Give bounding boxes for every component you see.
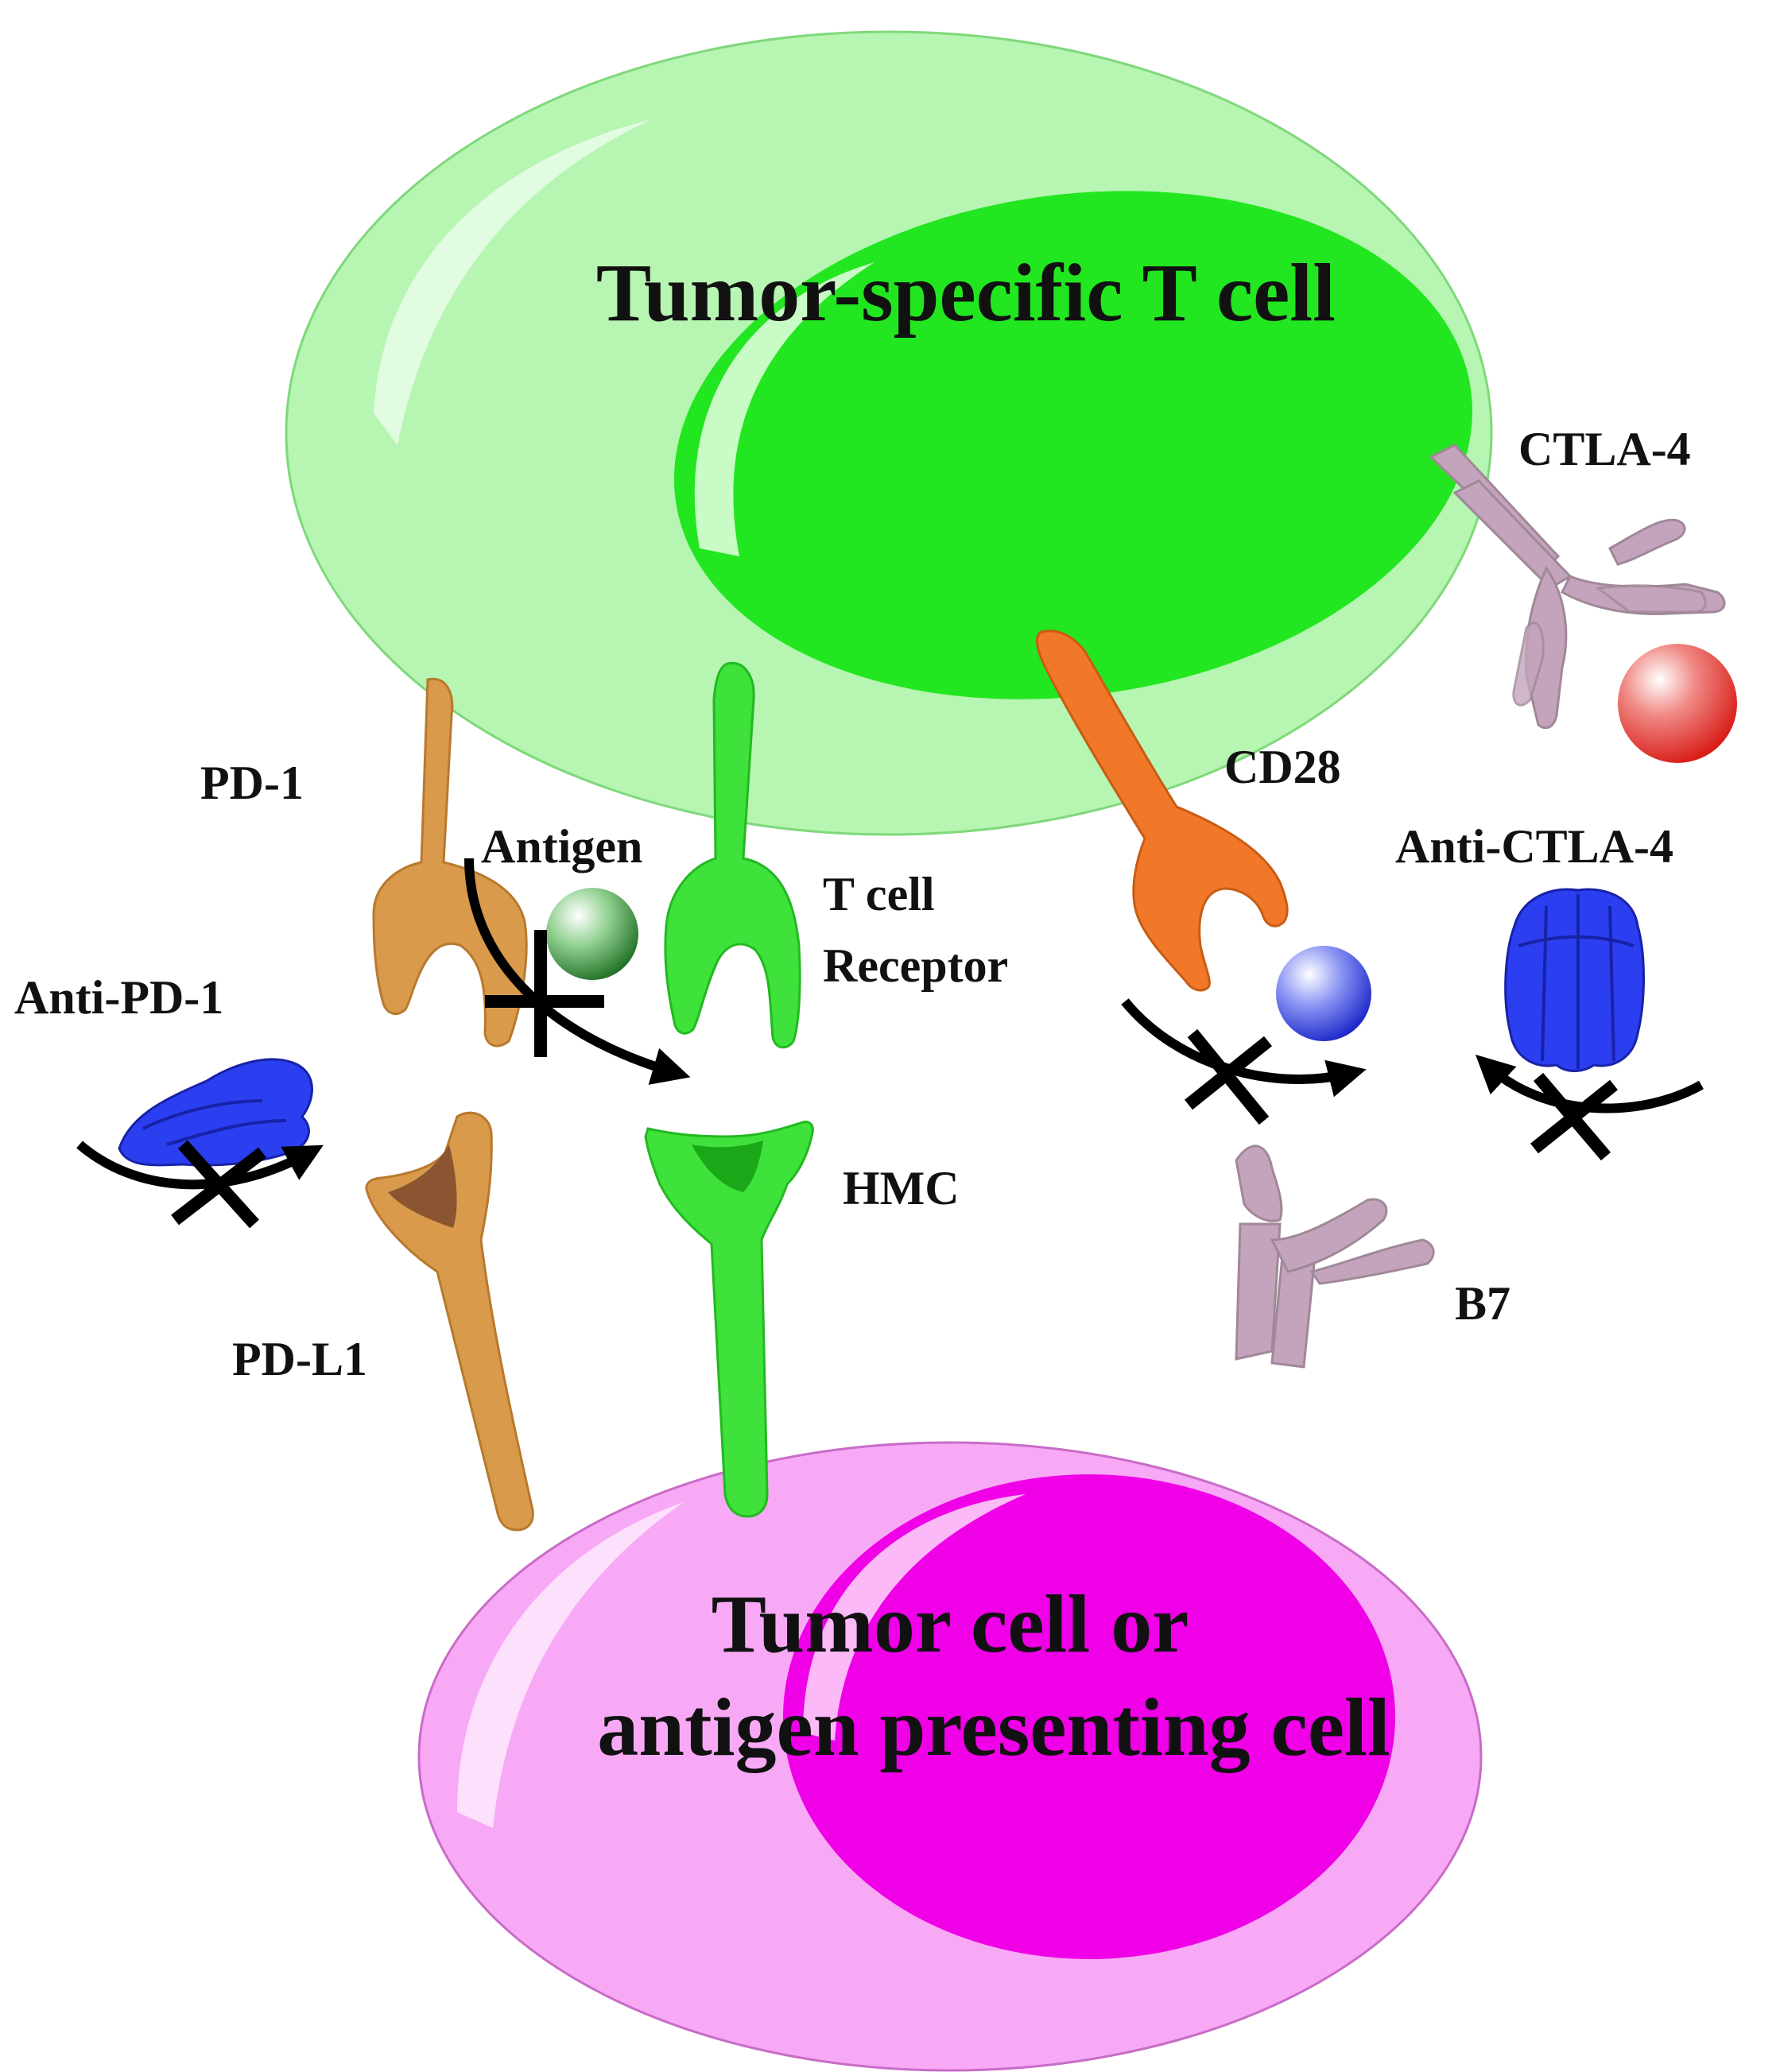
label-anti-pd1: Anti-PD-1 [14,971,223,1024]
ctla4-receptor [1429,443,1726,730]
tumor-cell-nucleus [783,1474,1395,1959]
label-anti-ctla4: Anti-CTLA-4 [1395,820,1673,873]
label-ctla4: CTLA-4 [1518,423,1691,475]
tumor-cell [417,1441,1483,2072]
antigen-particle [546,888,638,980]
label-tumor-line2: antigen presenting cell [597,1682,1390,1773]
label-t-cell: Tumor-specific T cell [596,247,1336,339]
t-cell-receptor [664,661,801,1049]
label-tcr-line1: T cell [823,868,935,920]
anti-pd1-antibody [118,1058,313,1167]
hmc-molecule [644,1121,814,1518]
ctla4-ligand-particle [1618,644,1737,763]
blocked-arrow-cd28 [1121,998,1367,1125]
b7-ligand-particle [1276,946,1371,1041]
pdl1-ligand [365,1111,534,1532]
label-b7: B7 [1455,1277,1510,1330]
t-cell-nucleus-highlight [694,262,874,556]
blocked-arrow-anti-ctla4 [1475,1054,1704,1161]
label-cd28: CD28 [1224,741,1341,793]
label-pd1: PD-1 [200,757,304,809]
label-hmc: HMC [843,1162,960,1214]
t-cell [285,30,1493,836]
label-antigen: Antigen [481,820,642,873]
t-cell-nucleus [673,191,1473,699]
pd1-receptor [372,677,528,1048]
label-tcr-line2: Receptor [823,939,1008,992]
label-tumor-line1: Tumor cell or [712,1578,1189,1670]
tumor-nucleus-highlight [803,1494,1026,1741]
blocked-arrow-antigen [464,858,691,1085]
cd28-receptor [1036,629,1289,992]
tumor-cell-highlight [457,1502,684,1828]
label-pdl1: PD-L1 [232,1333,367,1385]
anti-ctla4-antibody [1504,888,1645,1072]
blocked-arrow-anti-pd1 [76,1140,324,1229]
t-cell-highlight [374,119,652,445]
b7-receptor [1235,1144,1435,1369]
